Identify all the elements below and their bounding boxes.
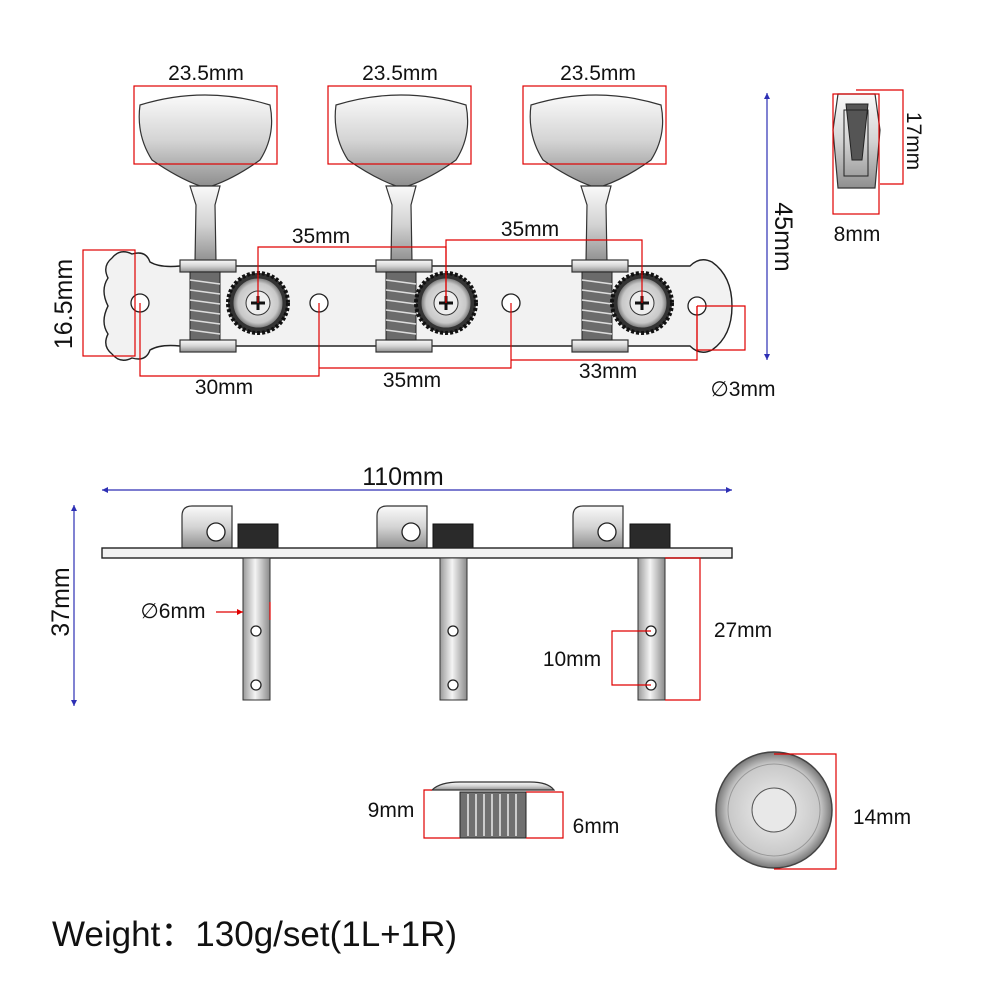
side-view <box>71 487 733 706</box>
label-gear-spacing-2: 35mm <box>501 218 559 241</box>
label-post-hole-spacing: 10mm <box>543 648 601 671</box>
side-view-plate <box>101 547 733 559</box>
label-button-width-3: 23.5mm <box>560 62 636 85</box>
bushing-top-view <box>715 751 837 870</box>
button-side-view <box>832 89 904 215</box>
label-hole-spacing-3: 33mm <box>579 360 637 383</box>
label-post-diameter: ∅6mm <box>141 600 206 623</box>
label-button-width-1: 23.5mm <box>168 62 244 85</box>
tuner-button-2 <box>334 94 469 263</box>
bushing-side-view <box>423 781 564 839</box>
label-hole-spacing-1: 30mm <box>195 376 253 399</box>
label-hole-spacing-2: 35mm <box>383 369 441 392</box>
label-post-length: 27mm <box>714 619 772 642</box>
height-45mm-line <box>764 93 770 360</box>
side-view-dimension-lines <box>216 557 701 701</box>
gear-2 <box>414 271 478 335</box>
label-total-length: 110mm <box>362 463 444 491</box>
string-posts <box>242 557 666 701</box>
top-view <box>82 85 770 377</box>
weight-text: Weight：130g/set(1L+1R) <box>52 915 457 954</box>
tuner-button-3 <box>529 94 664 263</box>
label-gear-spacing-1: 35mm <box>292 225 350 248</box>
label-bushing-shank: 6mm <box>573 815 620 838</box>
label-bushing-diameter: 14mm <box>853 806 911 829</box>
label-bushing-height: 9mm <box>368 799 415 822</box>
worm-screws <box>179 259 629 353</box>
top-view-dimension-lines <box>82 85 746 377</box>
label-plate-height: 16.5mm <box>50 259 78 349</box>
dimension-labels: 23.5mm 23.5mm 23.5mm 35mm 35mm 16.5mm 30… <box>47 62 925 838</box>
side-view-flanges <box>181 505 624 549</box>
label-button-thickness: 8mm <box>834 223 881 246</box>
label-total-height: 45mm <box>769 202 797 271</box>
label-button-width-2: 23.5mm <box>362 62 438 85</box>
label-total-side-height: 37mm <box>47 567 75 636</box>
tuner-button-1 <box>138 94 273 263</box>
label-mount-hole: ∅3mm <box>711 378 776 401</box>
label-button-height: 17mm <box>902 112 925 170</box>
